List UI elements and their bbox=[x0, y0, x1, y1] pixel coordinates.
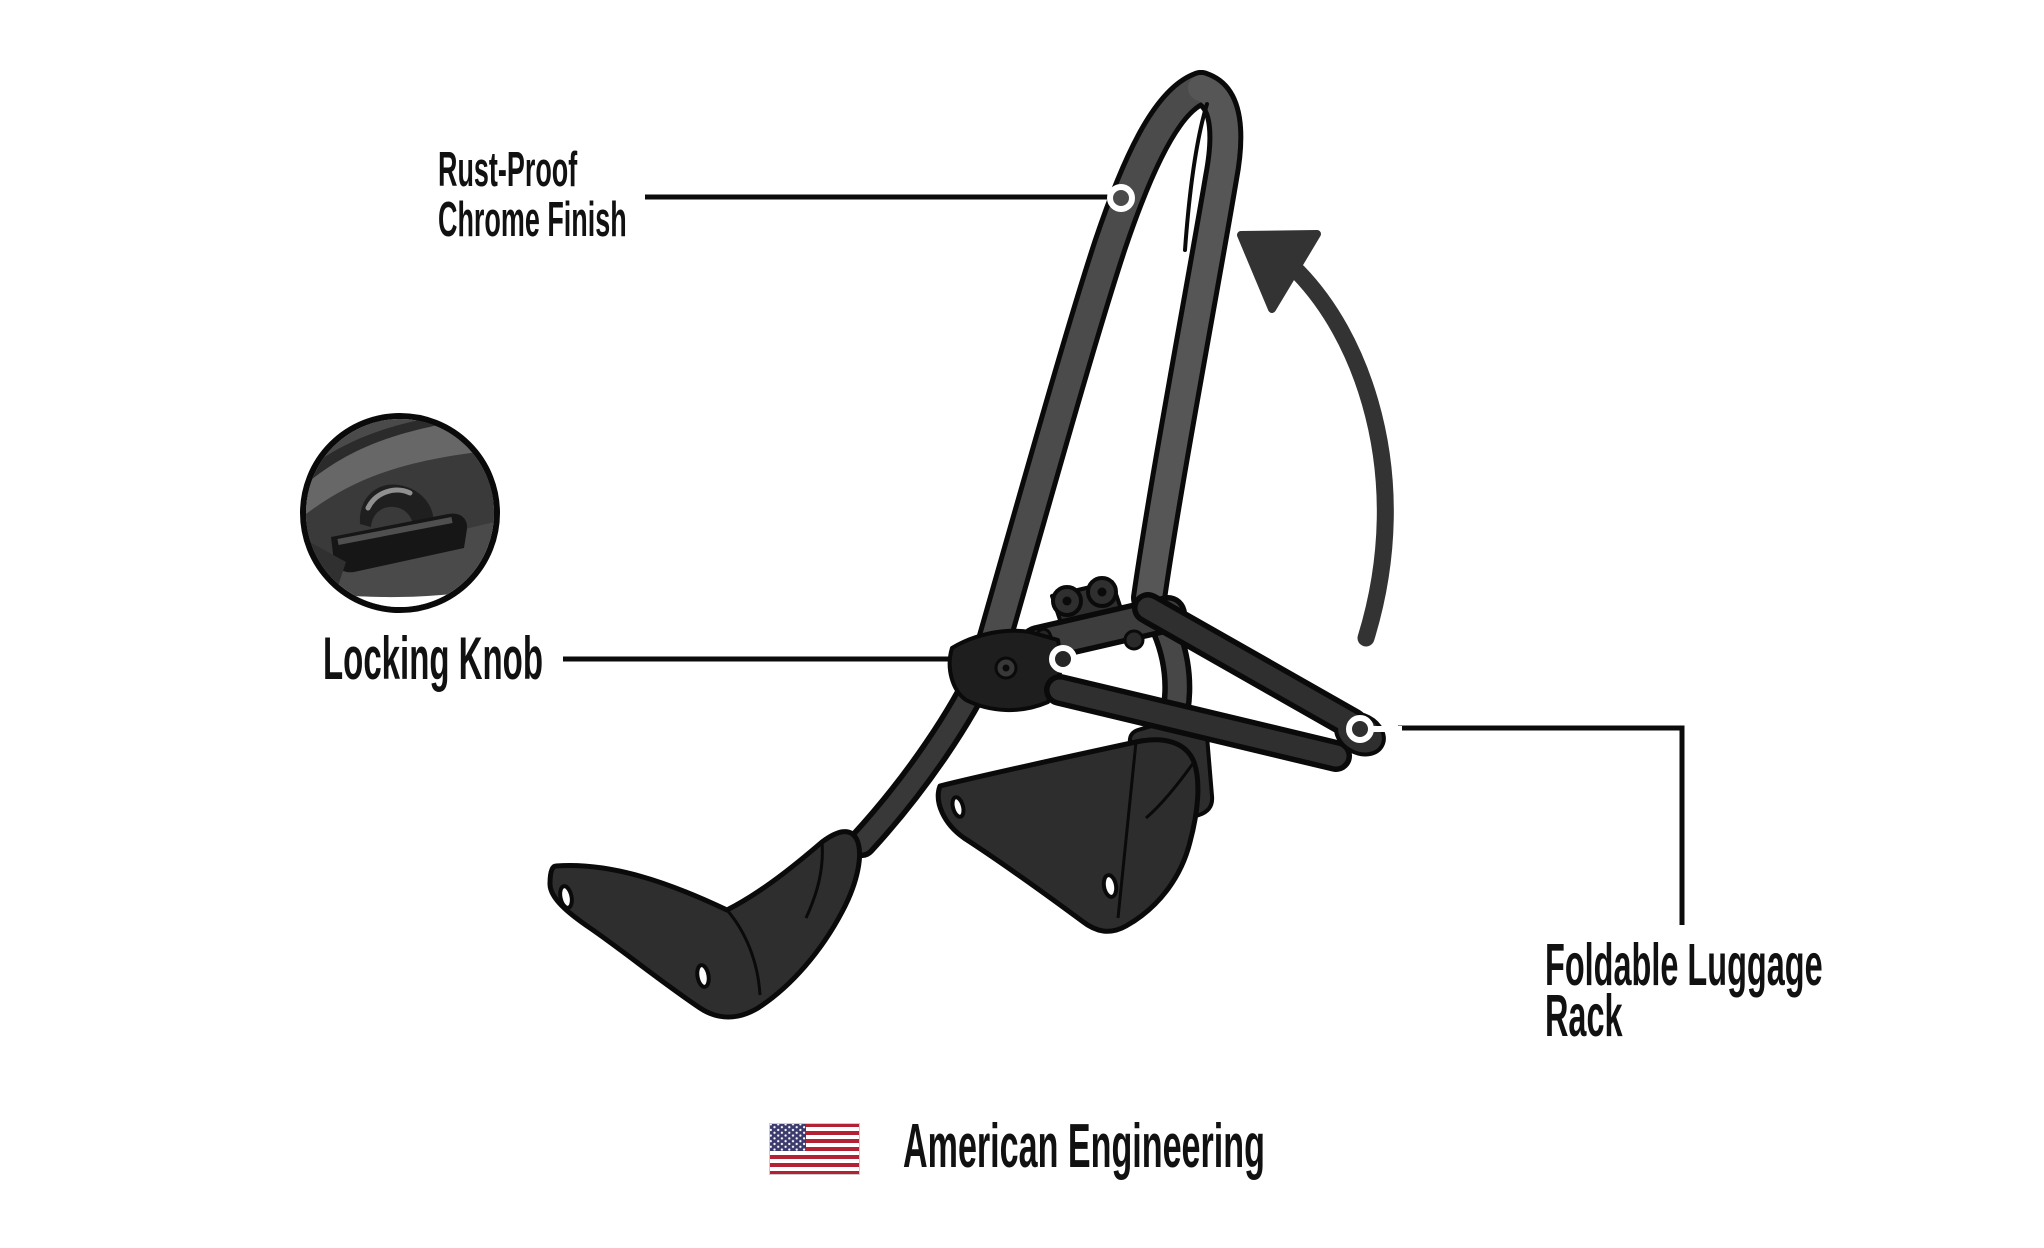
callout-rust-proof-chrome: Rust-Proof Chrome Finish bbox=[438, 145, 627, 245]
bolt-hole bbox=[695, 963, 711, 989]
bolt-hole bbox=[1101, 873, 1119, 899]
callout-line: Foldable Luggage bbox=[1545, 932, 1823, 998]
marker-rack bbox=[1346, 715, 1374, 743]
fold-arrow-icon bbox=[1237, 230, 1394, 647]
mounting-plate-left bbox=[547, 829, 862, 1020]
marker-chrome bbox=[1107, 184, 1135, 212]
mounting-plate-right bbox=[935, 737, 1201, 934]
detail-inset-locking-knob bbox=[300, 413, 500, 613]
callout-markers bbox=[1049, 184, 1402, 743]
sissy-bar bbox=[970, 70, 1244, 680]
callout-line: Rust-Proof bbox=[438, 143, 578, 197]
knob-base bbox=[331, 513, 468, 573]
bolt-hole bbox=[558, 884, 574, 910]
footer-tagline-text: American Engineering bbox=[903, 1112, 1265, 1181]
callout-foldable-luggage-rack: Foldable Luggage Rack bbox=[1545, 932, 1823, 1049]
footer-tagline: American Engineering bbox=[903, 1115, 1265, 1179]
callout-locking-knob: Locking Knob bbox=[323, 628, 543, 690]
callout-line: Rack bbox=[1545, 983, 1623, 1049]
leader-luggage-rack bbox=[1398, 725, 1685, 925]
callout-line: Chrome Finish bbox=[438, 193, 627, 247]
marker-locking-knob bbox=[1049, 645, 1077, 673]
callout-line: Locking Knob bbox=[323, 625, 543, 692]
luggage-rack bbox=[1044, 592, 1386, 772]
bolt-hole bbox=[950, 795, 966, 819]
us-flag-icon bbox=[769, 1123, 860, 1175]
